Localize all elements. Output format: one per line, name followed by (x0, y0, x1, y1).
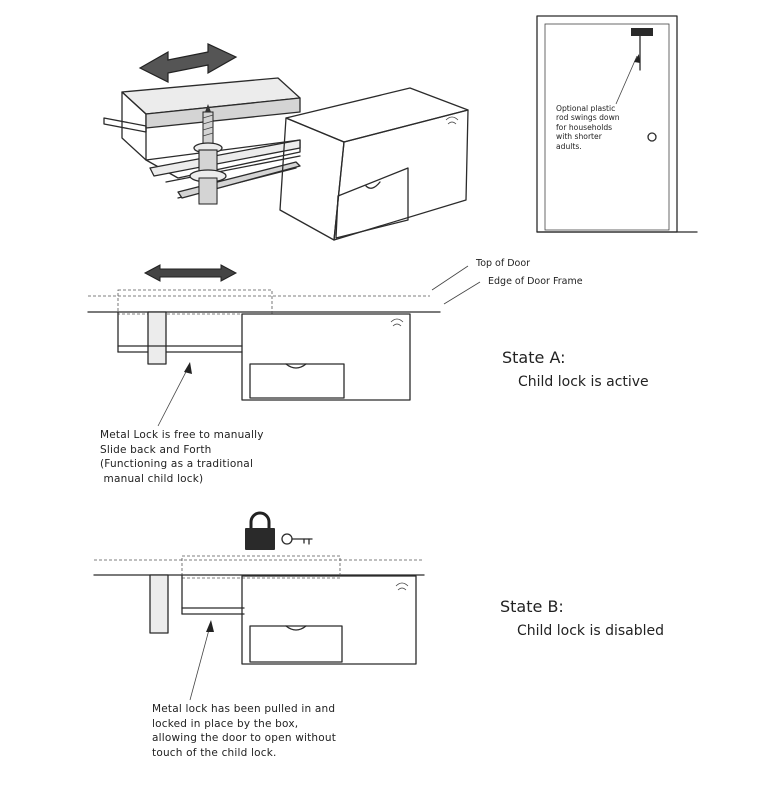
state-a-desc: Child lock is active (518, 374, 649, 390)
wifi-icon (395, 582, 409, 591)
top-of-door-label: Top of Door (476, 258, 531, 269)
padlock-icon (245, 511, 275, 550)
state-b-desc: Child lock is disabled (517, 623, 665, 639)
key-icon (281, 533, 313, 545)
wifi-icon (390, 318, 404, 327)
state-a-note: Metal Lock is free to manually Slide bac… (100, 429, 264, 485)
state-b-title: State B: (500, 597, 564, 616)
state-a-title: State A: (502, 348, 566, 367)
isometric-assembly (103, 43, 469, 241)
state-b-drawing (93, 511, 425, 701)
state-b-note: Metal lock has been pulled in and locked… (152, 703, 337, 759)
double-arrow-icon (143, 264, 238, 282)
door-illustration (536, 15, 698, 233)
edge-of-frame-label: Edge of Door Frame (488, 276, 583, 287)
wifi-icon (445, 116, 459, 125)
state-a-drawing (87, 264, 481, 427)
lock-box (279, 87, 469, 241)
double-arrow-icon (138, 43, 238, 83)
screw-icon (189, 104, 227, 205)
rod-note: Optional plastic rod swings down for hou… (556, 104, 620, 151)
